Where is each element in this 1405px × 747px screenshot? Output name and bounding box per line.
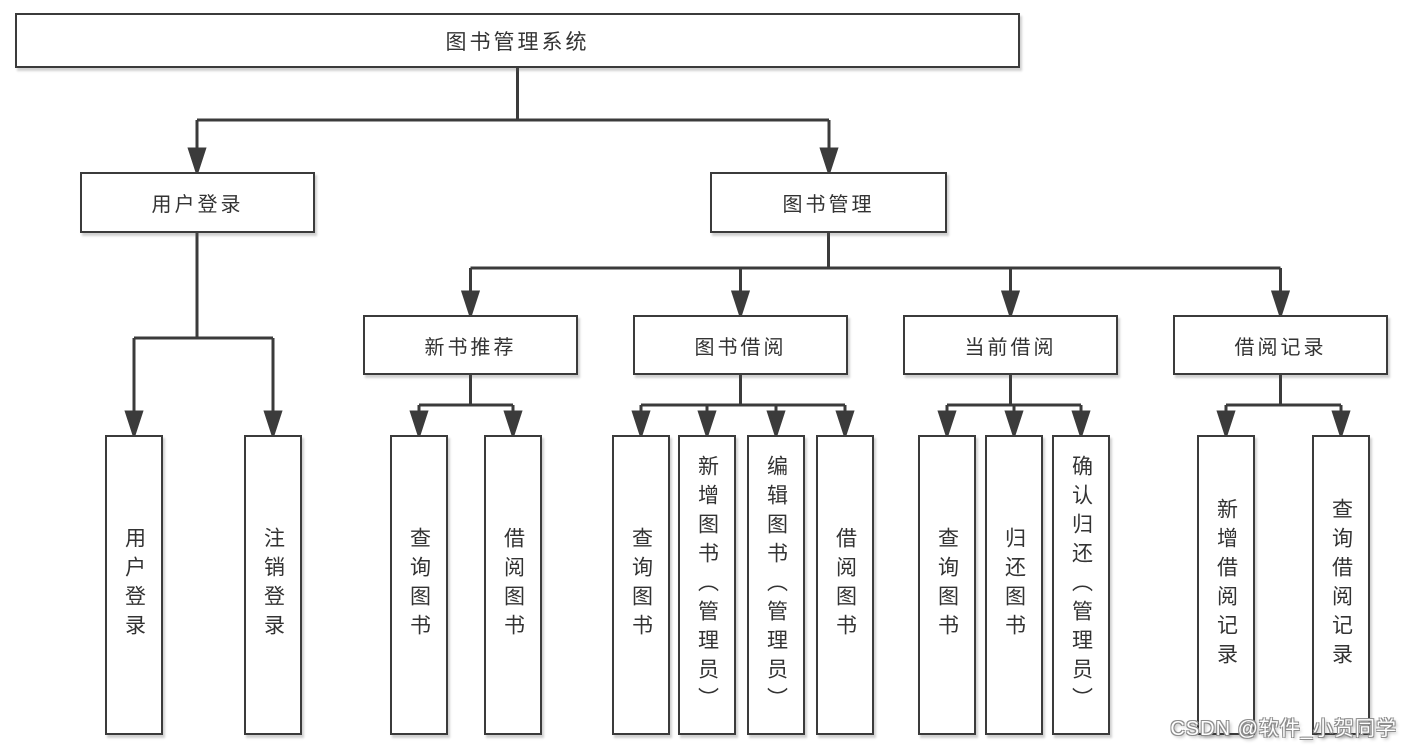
leaf-confirm-return-admin-label: 确认归还（管理员） xyxy=(1069,454,1093,716)
csdn-watermark: CSDN @软件_小贺同学 xyxy=(1170,718,1397,740)
leaf-return-book-label: 归还图书 xyxy=(1002,527,1026,643)
node-current-borrow: 当前借阅 xyxy=(903,315,1118,375)
leaf-user-login: 用户登录 xyxy=(105,435,163,735)
leaf-user-login-label: 用户登录 xyxy=(122,527,146,643)
node-borrow-records-label: 借阅记录 xyxy=(1234,336,1327,359)
edge-root-to-level2 xyxy=(187,68,839,177)
node-user-login: 用户登录 xyxy=(80,172,315,233)
node-current-borrow-label: 当前借阅 xyxy=(964,336,1057,359)
leaf-add-borrow-record: 新增借阅记录 xyxy=(1197,435,1255,735)
arrowhead xyxy=(937,410,957,440)
leaf-query-book-1-label: 查询图书 xyxy=(407,527,431,643)
arrowhead xyxy=(1071,410,1091,440)
leaf-query-book-1: 查询图书 xyxy=(390,435,448,735)
arrowhead xyxy=(263,410,283,440)
leaf-borrow-book-1: 借阅图书 xyxy=(484,435,542,735)
arrowhead xyxy=(835,410,855,440)
arrowhead xyxy=(1331,410,1351,440)
arrowhead xyxy=(631,410,651,440)
leaf-borrow-book-2: 借阅图书 xyxy=(816,435,874,735)
leaf-query-book-2: 查询图书 xyxy=(612,435,670,735)
leaf-edit-book-admin-label: 编辑图书（管理员） xyxy=(764,454,788,716)
arrowhead xyxy=(1216,410,1236,440)
leaf-confirm-return-admin: 确认归还（管理员） xyxy=(1052,435,1110,735)
edge-user-login-to-leaves xyxy=(124,233,283,440)
arrowhead xyxy=(187,147,207,177)
node-root: 图书管理系统 xyxy=(15,13,1020,68)
arrowhead xyxy=(819,147,839,177)
node-book-borrow: 图书借阅 xyxy=(633,315,848,375)
arrowhead xyxy=(460,290,481,320)
leaf-return-book: 归还图书 xyxy=(985,435,1043,735)
node-new-book-recommend: 新书推荐 xyxy=(363,315,578,375)
arrowhead xyxy=(766,410,786,440)
arrowhead xyxy=(503,410,523,440)
leaf-query-borrow-record: 查询借阅记录 xyxy=(1312,435,1370,735)
arrowhead xyxy=(409,410,429,440)
leaf-borrow-book-1-label: 借阅图书 xyxy=(501,527,525,643)
edge-new-book-recommend-to-leaves xyxy=(409,375,523,440)
leaf-add-book-admin: 新增图书（管理员） xyxy=(678,435,736,735)
edge-book-management-to-level3 xyxy=(460,233,1291,320)
leaf-add-borrow-record-label: 新增借阅记录 xyxy=(1214,498,1238,672)
edge-book-borrow-to-leaves xyxy=(631,375,855,440)
arrowhead xyxy=(730,290,751,320)
leaf-add-book-admin-label: 新增图书（管理员） xyxy=(695,454,719,716)
leaf-query-book-3: 查询图书 xyxy=(918,435,976,735)
node-root-label: 图书管理系统 xyxy=(445,30,590,54)
arrowhead xyxy=(124,410,144,440)
arrowhead xyxy=(1004,410,1024,440)
arrowhead xyxy=(697,410,717,440)
leaf-edit-book-admin: 编辑图书（管理员） xyxy=(747,435,805,735)
leaf-logout: 注销登录 xyxy=(244,435,302,735)
node-borrow-records: 借阅记录 xyxy=(1173,315,1388,375)
leaf-query-book-2-label: 查询图书 xyxy=(629,527,653,643)
arrowhead xyxy=(1270,290,1291,320)
node-book-management: 图书管理 xyxy=(710,172,947,233)
leaf-query-borrow-record-label: 查询借阅记录 xyxy=(1329,498,1353,672)
leaf-logout-label: 注销登录 xyxy=(261,527,285,643)
edge-borrow-records-to-leaves xyxy=(1216,375,1351,440)
node-book-management-label: 图书管理 xyxy=(782,194,875,216)
node-user-login-label: 用户登录 xyxy=(151,194,244,216)
leaf-borrow-book-2-label: 借阅图书 xyxy=(833,527,857,643)
node-new-book-recommend-label: 新书推荐 xyxy=(424,336,517,359)
edge-current-borrow-to-leaves xyxy=(937,375,1091,440)
arrowhead xyxy=(1000,290,1021,320)
node-book-borrow-label: 图书借阅 xyxy=(694,336,787,359)
leaf-query-book-3-label: 查询图书 xyxy=(935,527,959,643)
